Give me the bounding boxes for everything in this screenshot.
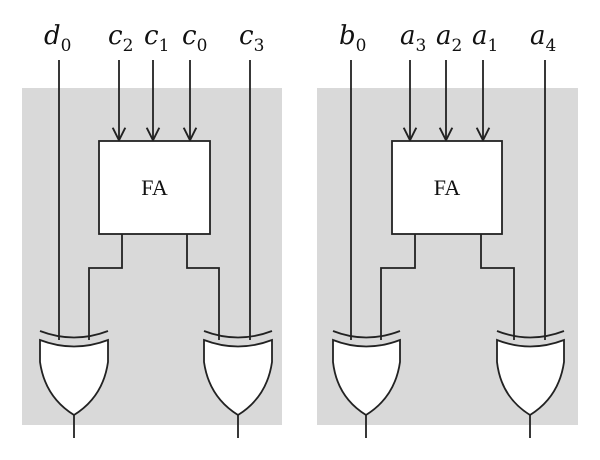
right-input-label-5: a4 [530,21,556,56]
left-xor-gate-1 [39,330,109,438]
right-full-adder-label: FA [434,175,461,200]
left-input-label-5: c3 [239,21,264,56]
left-input-label-2: c2 [108,21,133,56]
right-full-adder-box [391,140,503,235]
left-input-label-3: c1 [144,21,169,56]
right-fa-output-1-wire [380,234,416,340]
left-full-adder-box [98,140,211,235]
right-block: b0 a3 a2 a1 a4 FA [317,21,578,438]
right-input-label-1: b0 [339,21,366,56]
left-fa-output-2-wire [186,234,220,340]
left-xor-gate-2 [203,330,273,438]
left-full-adder-label: FA [141,175,168,200]
left-input-label-1: d0 [44,21,71,56]
right-fa-output-2-wire [480,234,515,340]
right-input-label-3: a2 [436,21,462,56]
left-input-label-4: c0 [182,21,207,56]
right-xor-gate-1 [332,330,401,438]
right-input-label-2: a3 [400,21,426,56]
left-fa-output-1-wire [88,234,123,340]
right-input-label-4: a1 [472,21,498,56]
right-xor-gate-2 [496,330,565,438]
left-block: d0 c2 c1 c0 c3 FA [22,21,282,438]
